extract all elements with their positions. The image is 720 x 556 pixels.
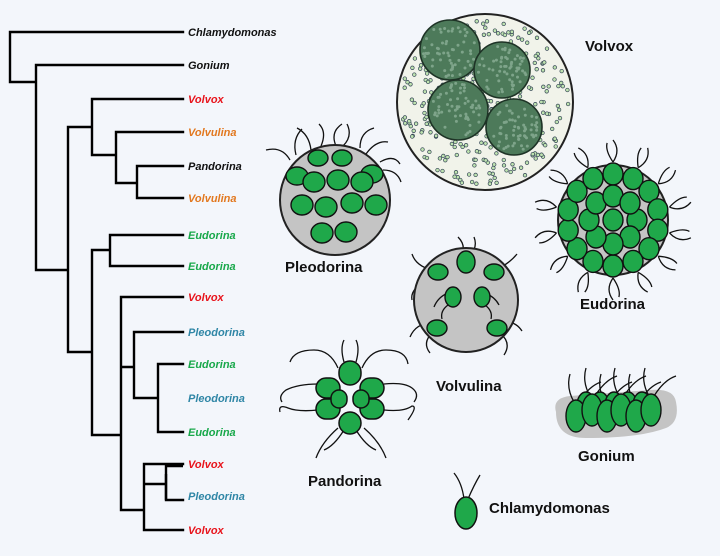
leaf-label: Chlamydomonas [188, 27, 277, 39]
leaf-label: Eudorina [188, 359, 236, 371]
volvulina-label: Volvulina [436, 378, 502, 395]
gonium-illustration [555, 367, 677, 438]
leaf-label: Eudorina [188, 261, 236, 273]
pleodorina-label: Pleodorina [285, 259, 363, 276]
leaf-label: Eudorina [188, 427, 236, 439]
leaf-label: Eudorina [188, 230, 236, 242]
pandorina-label: Pandorina [308, 473, 382, 490]
chlamydomonas-label: Chlamydomonas [489, 500, 610, 517]
leaf-label: Pleodorina [188, 393, 245, 405]
leaf-label: Pleodorina [188, 327, 245, 339]
leaf-label: Volvox [188, 525, 225, 537]
leaf-label: Volvox [188, 94, 225, 106]
leaf-label: Volvox [188, 459, 225, 471]
leaf-label: Volvox [188, 292, 225, 304]
gonium-label: Gonium [578, 448, 635, 465]
volvox-illustration [396, 13, 574, 191]
leaf-label: Volvulina [188, 127, 237, 139]
leaf-label: Pleodorina [188, 491, 245, 503]
chlamydomonas-illustration [453, 472, 481, 530]
leaf-label: Pandorina [188, 161, 242, 173]
leaf-label: Gonium [188, 60, 230, 72]
pleodorina-illustration [265, 123, 402, 256]
eudorina-illustration [534, 139, 692, 301]
eudorina-label: Eudorina [580, 296, 646, 313]
volvox-label: Volvox [585, 38, 634, 55]
phylogenetic-tree [8, 30, 185, 532]
tree-leaf-labels: Chlamydomonas Gonium Volvox Volvulina Pa… [188, 27, 277, 537]
volvulina-illustration [409, 236, 523, 356]
pandorina-illustration [279, 339, 418, 459]
leaf-label: Volvulina [188, 193, 237, 205]
